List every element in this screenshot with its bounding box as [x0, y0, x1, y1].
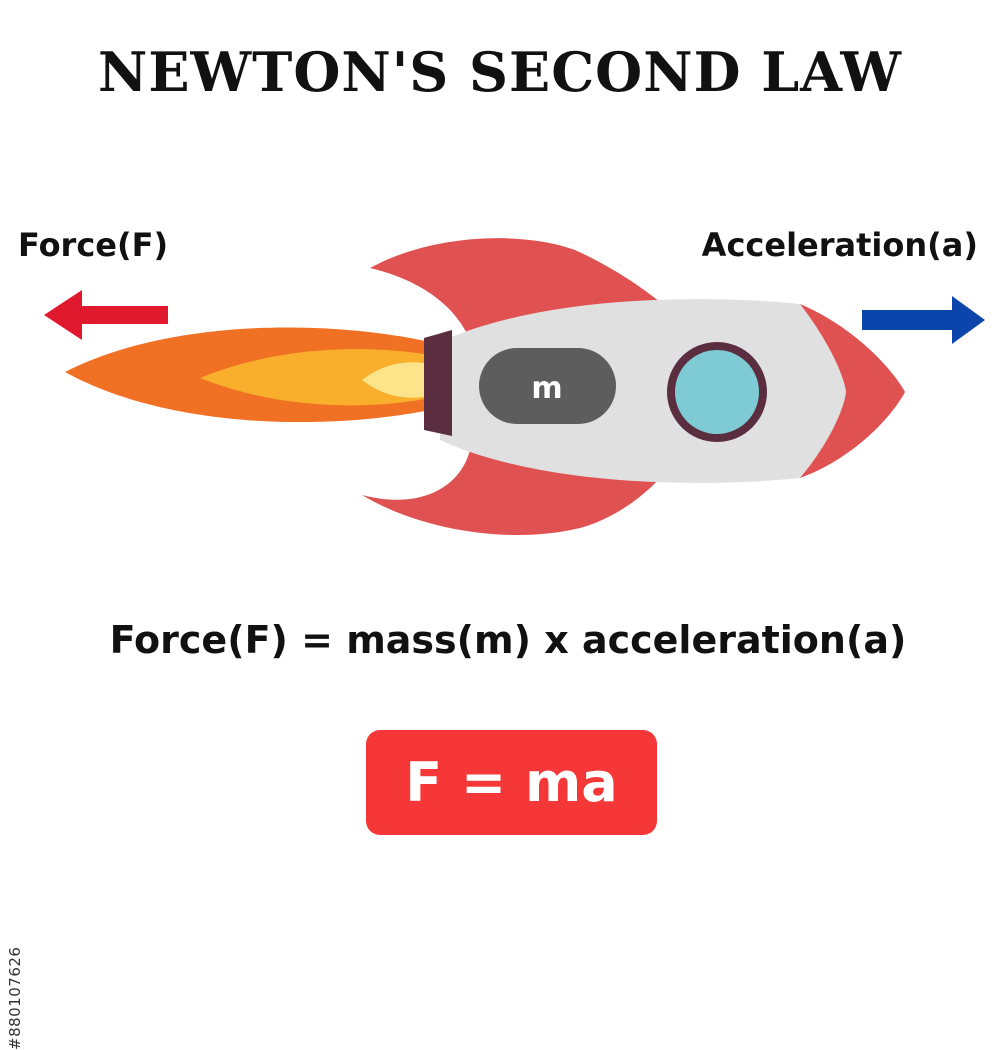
watermark-id-text: #880107626 — [6, 946, 24, 1050]
rocket-diagram: m — [44, 238, 985, 536]
formula-text: Force(F) = mass(m) x acceleration(a) — [109, 618, 907, 662]
acceleration-arrow-shaft — [862, 310, 958, 330]
flame-middle — [200, 349, 430, 406]
flame-core — [362, 362, 430, 398]
rocket-nozzle — [424, 330, 452, 436]
acceleration-arrow-head — [952, 296, 985, 344]
equation-box: F = ma — [366, 730, 657, 835]
mass-label: m — [531, 371, 562, 406]
force-arrow-head — [44, 290, 82, 340]
window-icon — [667, 342, 767, 442]
rocket-nose — [800, 304, 905, 478]
equation-text: F = ma — [405, 751, 618, 814]
acceleration-label: Acceleration(a) — [701, 226, 978, 264]
mass-badge — [479, 348, 616, 424]
window-glass — [675, 350, 759, 434]
flame-icon — [65, 327, 430, 423]
force-arrow-icon — [44, 290, 168, 340]
force-arrow-shaft — [78, 306, 168, 324]
rocket-icon: m — [362, 238, 905, 536]
rocket-body — [440, 299, 848, 483]
force-label: Force(F) — [18, 226, 169, 264]
page-title: NEWTON'S SECOND LAW — [97, 40, 903, 104]
acceleration-arrow-icon — [862, 296, 985, 344]
